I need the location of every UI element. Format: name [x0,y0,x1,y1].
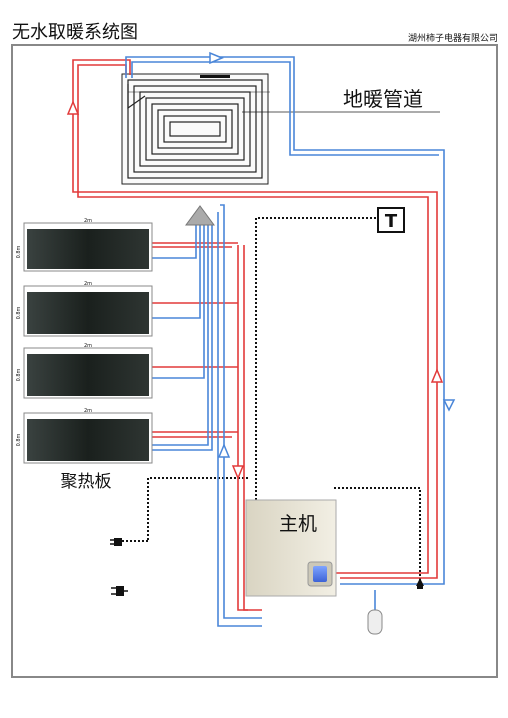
panel-height-label: 0.8m [16,245,22,258]
panel-height-label: 0.8m [16,368,22,381]
expansion-tank [367,609,383,635]
collector-label: 聚热板 [61,472,112,492]
flow-arrows [66,51,456,480]
host-unit [245,499,337,597]
outer-frame [11,44,498,678]
cold-return-line [125,56,445,627]
thermostat-label: T [385,211,398,232]
panel-height-label: 0.8m [16,433,22,446]
power-plug-icon [110,538,122,546]
exhaust-cone [185,205,215,226]
host-label: 主机 [279,513,317,535]
collector-panel: 2m 0.8m [16,218,153,272]
collector-panels: 2m 0.8m 2m 0.8m 2m 0.8m 2m 0.8m [16,218,153,464]
company-name: 湖州柿子电器有限公司 [407,34,498,44]
floor-heating-loop [121,73,440,185]
control-wiring [114,217,421,580]
collector-panel: 2m 0.8m [16,343,153,399]
collector-panel: 2m 0.8m [16,408,153,464]
host-display [313,566,327,582]
floor-heating-label: 地暖管道 [343,87,423,111]
valve-icon [416,578,424,586]
power-plug-icon [111,586,128,596]
thermostat [377,207,405,233]
collector-panel: 2m 0.8m [16,281,153,337]
panel-width-label: 2m [84,343,92,349]
page-title: 无水取暖系统图 [12,22,138,43]
panel-height-label: 0.8m [16,306,22,319]
panel-width-label: 2m [84,218,92,224]
panel-width-label: 2m [84,281,92,287]
panel-width-label: 2m [84,408,92,414]
